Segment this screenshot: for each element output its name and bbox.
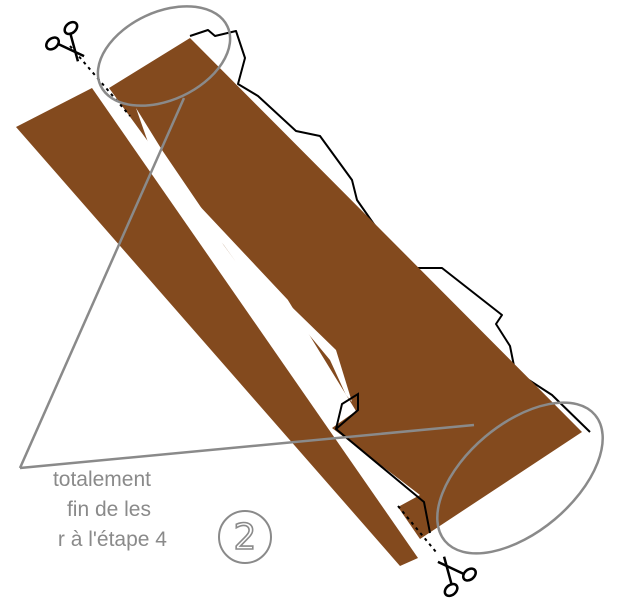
- dotted-cut-bottom: [397, 505, 437, 553]
- inner-cut-edge: [334, 392, 431, 534]
- highlight-ellipse-bottom: [436, 401, 604, 555]
- dotted-cut-top: [69, 45, 131, 117]
- scissors-icon: [45, 20, 85, 62]
- step-badge: 2: [218, 510, 272, 564]
- highlight-ellipse-top: [96, 5, 232, 107]
- strip-front: [109, 38, 582, 539]
- paper-outline: [189, 29, 591, 433]
- scissors-icon: [437, 556, 477, 598]
- pointer-line-top: [18, 97, 186, 469]
- strip-back: [16, 88, 418, 566]
- pointer-line-bottom: [19, 423, 475, 470]
